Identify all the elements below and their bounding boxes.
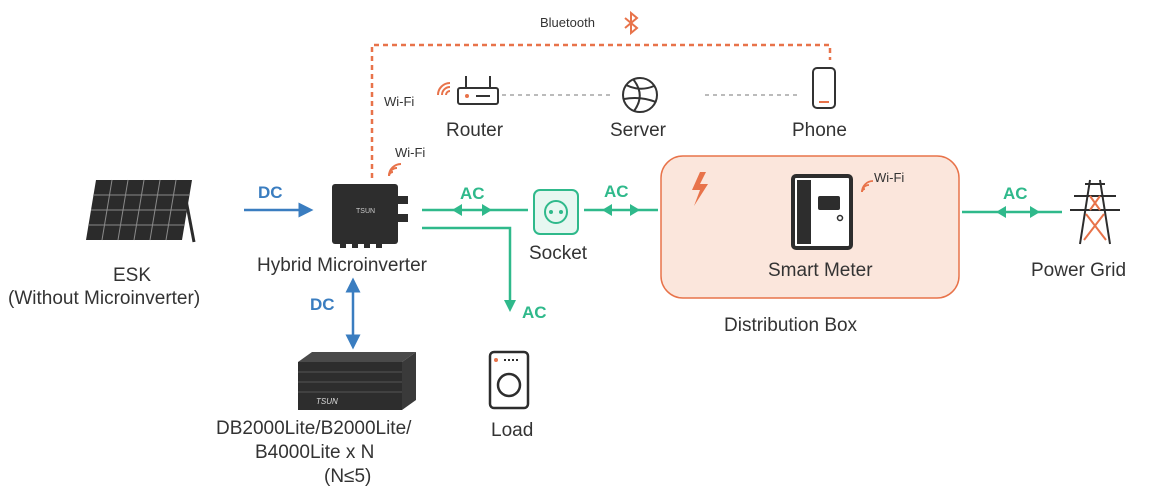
socket-label: Socket	[529, 243, 588, 264]
ac-label-box-grid: AC	[1003, 184, 1028, 203]
ac-arrowhead	[630, 204, 640, 216]
smart-meter-label: Smart Meter	[768, 260, 873, 281]
ac-label-inverter-socket: AC	[460, 184, 485, 203]
router-wifi-label: Wi-Fi	[384, 94, 415, 109]
bluetooth-icon	[624, 10, 639, 36]
inverter-label: Hybrid Microinverter	[257, 255, 427, 276]
ac-arrowhead	[996, 206, 1006, 218]
router-wifi-icon	[437, 82, 451, 96]
ac-arrowhead	[1030, 206, 1040, 218]
ac-arrowhead	[602, 204, 612, 216]
battery-brand: TSUN	[316, 397, 338, 406]
inverter-brand: TSUN	[356, 208, 376, 215]
power-grid-label: Power Grid	[1031, 260, 1127, 281]
socket-icon	[533, 189, 579, 235]
inverter-wifi-label: Wi-Fi	[395, 145, 426, 160]
load-icon	[488, 350, 530, 410]
ac-arrowhead	[504, 300, 516, 312]
dc-label-panel: DC	[258, 183, 283, 202]
lightning-icon	[692, 172, 708, 206]
battery-label-line1: DB2000Lite/B2000Lite/	[216, 418, 412, 439]
inverter-icon	[332, 184, 408, 248]
ac-load-line	[422, 226, 512, 300]
battery-label-line2: B4000Lite x N	[255, 442, 375, 463]
meter-wifi-icon	[861, 180, 874, 193]
distribution-box-label: Distribution Box	[724, 315, 858, 336]
dc-label-battery: DC	[310, 295, 335, 314]
meter-wifi-label: Wi-Fi	[874, 170, 905, 185]
bluetooth-link	[370, 43, 832, 178]
bluetooth-label: Bluetooth	[540, 15, 595, 30]
smart-meter-icon	[791, 174, 853, 250]
esk-label-line2: (Without Microinverter)	[8, 288, 201, 309]
inverter-wifi-icon	[388, 163, 402, 177]
load-label: Load	[491, 420, 534, 441]
globe-icon	[622, 77, 658, 113]
battery-icon	[298, 352, 416, 410]
phone-icon	[812, 67, 836, 109]
ac-arrowhead	[482, 204, 492, 216]
ac-label-socket-box: AC	[604, 182, 629, 201]
router-icon	[457, 76, 499, 105]
battery-label-line3: (N≤5)	[324, 466, 372, 487]
router-label: Router	[446, 120, 504, 141]
power-tower-icon	[1070, 179, 1120, 245]
solar-panel-icon	[86, 179, 196, 243]
phone-label: Phone	[792, 120, 847, 141]
ac-arrowhead	[452, 204, 462, 216]
server-label: Server	[610, 120, 666, 141]
ac-label-load: AC	[522, 303, 547, 322]
esk-label-line1: ESK	[113, 265, 152, 286]
